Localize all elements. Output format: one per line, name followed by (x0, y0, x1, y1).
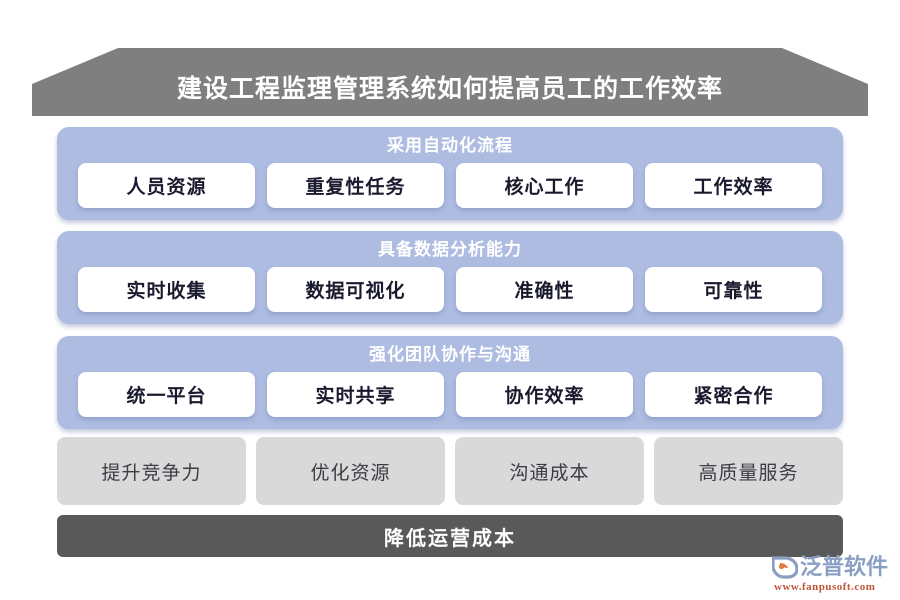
group-band-3-cards: 统一平台 实时共享 协作效率 紧密合作 (78, 372, 822, 417)
feature-card[interactable]: 人员资源 (78, 163, 255, 208)
watermark-row: 泛普软件 (772, 553, 888, 580)
feature-card[interactable]: 核心工作 (456, 163, 633, 208)
feature-card[interactable]: 统一平台 (78, 372, 255, 417)
header-banner: 建设工程监理管理系统如何提高员工的工作效率 (32, 48, 868, 116)
feature-card[interactable]: 可靠性 (645, 267, 822, 312)
outcome-card[interactable]: 优化资源 (256, 437, 445, 505)
outcome-card[interactable]: 高质量服务 (654, 437, 843, 505)
page-title: 建设工程监理管理系统如何提高员工的工作效率 (176, 75, 723, 103)
feature-card[interactable]: 协作效率 (456, 372, 633, 417)
group-band-2: 具备数据分析能力 实时收集 数据可视化 准确性 可靠性 (57, 231, 843, 324)
feature-card[interactable]: 紧密合作 (645, 372, 822, 417)
group-band-1: 采用自动化流程 人员资源 重复性任务 核心工作 工作效率 (57, 127, 843, 220)
group-band-2-title: 具备数据分析能力 (378, 240, 522, 259)
outcome-card[interactable]: 沟通成本 (455, 437, 644, 505)
feature-card[interactable]: 工作效率 (645, 163, 822, 208)
group-band-1-title: 采用自动化流程 (387, 136, 513, 155)
feature-card[interactable]: 实时共享 (267, 372, 444, 417)
feature-card[interactable]: 准确性 (456, 267, 633, 312)
fanpu-logo-icon (772, 555, 798, 579)
watermark-brand: 泛普软件 (800, 553, 889, 579)
outcome-row: 提升竞争力 优化资源 沟通成本 高质量服务 (57, 437, 843, 505)
outcome-card[interactable]: 提升竞争力 (57, 437, 246, 505)
feature-card[interactable]: 重复性任务 (267, 163, 444, 208)
feature-card[interactable]: 数据可视化 (267, 267, 444, 312)
group-band-3: 强化团队协作与沟通 统一平台 实时共享 协作效率 紧密合作 (57, 336, 843, 429)
group-band-1-cards: 人员资源 重复性任务 核心工作 工作效率 (78, 163, 822, 208)
watermark-url: www.fanpusoft.com (774, 581, 876, 593)
group-band-3-title: 强化团队协作与沟通 (369, 345, 531, 364)
feature-card[interactable]: 实时收集 (78, 267, 255, 312)
footer-bar: 降低运营成本 (57, 515, 843, 557)
footer-label: 降低运营成本 (384, 527, 516, 550)
watermark: 泛普软件 www.fanpusoft.com (772, 552, 894, 594)
group-band-2-cards: 实时收集 数据可视化 准确性 可靠性 (78, 267, 822, 312)
